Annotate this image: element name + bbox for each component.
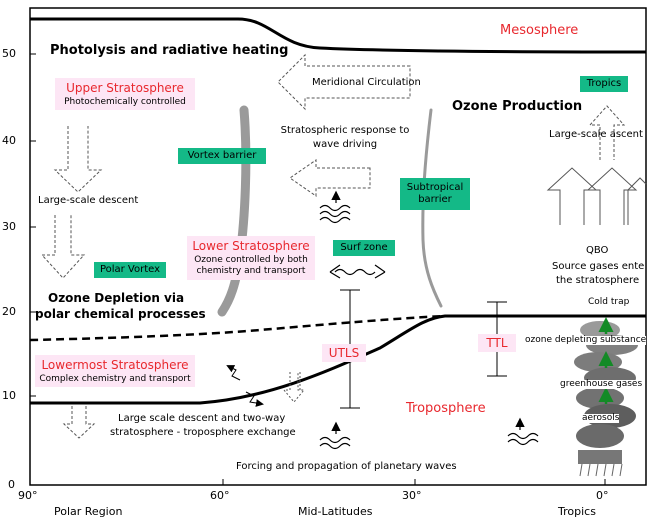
y-tick-label: 30 xyxy=(2,220,16,233)
x-region-label: Tropics xyxy=(558,505,596,518)
descent-arrow-upper xyxy=(53,126,103,193)
ttl-box: TTL xyxy=(478,334,516,352)
wave-symbol-upper xyxy=(319,190,351,224)
subtropical-barrier-box: Subtropical barrier xyxy=(400,178,470,210)
subtropical-barrier-line1: Subtropical xyxy=(406,182,464,193)
lower-stratosphere-title: Lower Stratosphere xyxy=(192,239,310,253)
descent-arrow-bottom xyxy=(62,406,96,439)
descent-exchange-line1: Large scale descent and two-way xyxy=(118,413,286,424)
lower-stratosphere-sub1: Ozone controlled by both xyxy=(194,255,308,265)
lowermost-stratosphere-title: Lowermost Stratosphere xyxy=(41,358,189,372)
wave-symbol-bottom xyxy=(319,421,351,450)
ozone-depletion-line1: Ozone Depletion via xyxy=(48,291,185,305)
lowermost-stratosphere-sub: Complex chemistry and transport xyxy=(39,374,191,384)
stratopause-line xyxy=(30,17,647,54)
y-tick-label: 10 xyxy=(2,389,16,402)
x-tick-label: 0° xyxy=(596,489,609,502)
x-tick-label: 60° xyxy=(210,489,230,502)
upper-stratosphere-title: Upper Stratosphere xyxy=(66,81,184,95)
y-tick-label: 0 xyxy=(8,478,15,491)
mesosphere-label: Mesosphere xyxy=(500,23,579,38)
exchange-arrows xyxy=(226,365,264,407)
descent-arrow-lower xyxy=(40,215,86,279)
lower-stratosphere-box: Lower Stratosphere Ozone controlled by b… xyxy=(187,236,315,280)
forcing-label: Forcing and propagation of planetary wav… xyxy=(236,461,457,472)
aerosols-label: aerosols xyxy=(582,413,620,423)
photolysis-label: Photolysis and radiative heating xyxy=(50,43,289,58)
x-tick-label: 90° xyxy=(18,489,38,502)
rain-streaks xyxy=(579,463,623,477)
meridional-circulation-label: Meridional Circulation xyxy=(312,77,421,88)
wave-driving-arrow xyxy=(289,159,371,197)
descent-exchange-line2: stratosphere - troposphere exchange xyxy=(110,427,296,438)
x-tick-label: 30° xyxy=(402,489,422,502)
plot-frame xyxy=(29,7,647,486)
wave-symbol-surf xyxy=(329,264,386,279)
utls-box: UTLS xyxy=(322,344,366,362)
qbo-label: QBO xyxy=(586,245,609,256)
x-region-label: Mid-Latitudes xyxy=(298,505,373,518)
x-axis-ticks xyxy=(222,479,606,485)
y-axis-ticks xyxy=(30,53,36,486)
meridional-arrow xyxy=(277,53,411,111)
upper-stratosphere-subtitle: Photochemically controlled xyxy=(64,97,186,107)
greenhouse-gases-label: greenhouse gases xyxy=(560,379,643,389)
vortex-barrier xyxy=(217,105,251,317)
x-region-label: Polar Region xyxy=(54,505,123,518)
cold-trap-label: Cold trap xyxy=(588,297,630,307)
strat-response-line1: Stratospheric response to xyxy=(280,125,410,136)
ozone-depleting-label: ozone depleting substance xyxy=(525,335,647,345)
y-tick-label: 20 xyxy=(2,305,16,318)
source-gases-line1: Source gases ente xyxy=(552,261,645,272)
tropics-ascent-arrows xyxy=(546,105,647,225)
y-tick-label: 50 xyxy=(2,47,16,60)
subtropical-barrier-line2: barrier xyxy=(418,194,452,205)
lowermost-stratosphere-box: Lowermost Stratosphere Complex chemistry… xyxy=(35,355,195,387)
surf-zone-box: Surf zone xyxy=(333,240,395,256)
large-scale-ascent-label: Large-scale ascent xyxy=(549,129,643,140)
troposphere-label: Troposphere xyxy=(406,401,486,416)
strat-response-line2: wave driving xyxy=(312,139,378,150)
y-tick-label: 40 xyxy=(2,134,16,147)
lower-stratosphere-sub2: chemistry and transport xyxy=(196,266,306,276)
wave-symbol-tropics xyxy=(507,417,539,446)
large-scale-descent-label: Large-scale descent xyxy=(38,195,139,206)
subtropical-barrier xyxy=(421,108,443,308)
midlat-descent-arrows xyxy=(282,372,306,403)
source-gases-line2: the stratosphere xyxy=(556,275,640,286)
polar-vortex-box: Polar Vortex xyxy=(94,262,166,278)
ozone-production-label: Ozone Production xyxy=(452,99,583,114)
upper-stratosphere-box: Upper Stratosphere Photochemically contr… xyxy=(55,78,195,110)
vortex-barrier-box: Vortex barrier xyxy=(178,148,266,164)
ozone-depletion-line2: polar chemical processes xyxy=(35,307,206,321)
tropics-box: Tropics xyxy=(580,76,628,92)
